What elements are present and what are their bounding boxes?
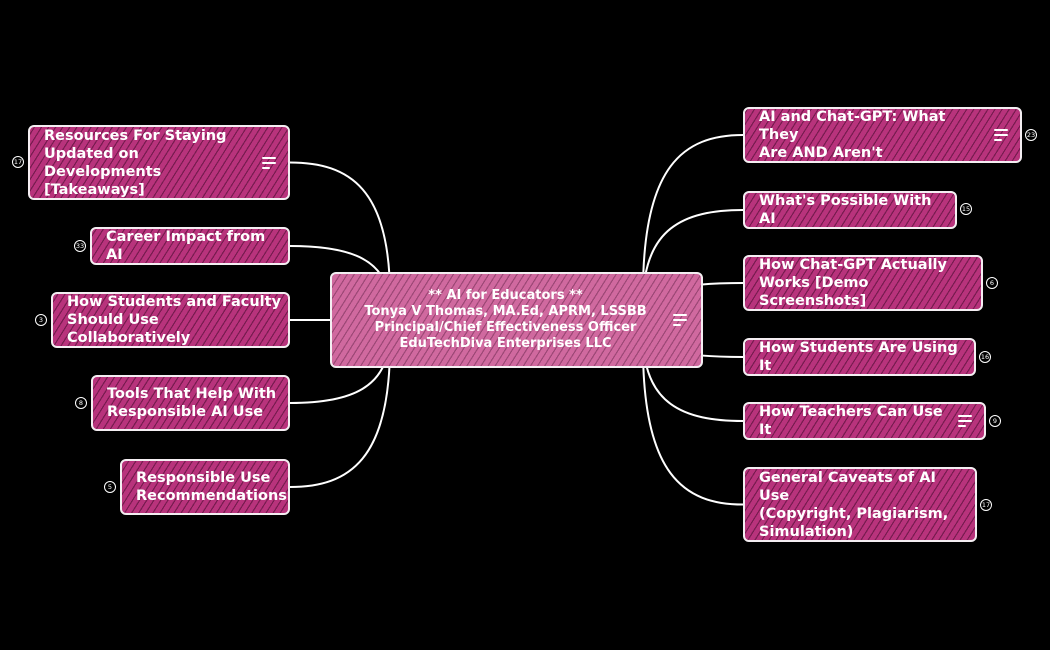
subtopic-count-badge[interactable]: 3 [35,314,47,326]
topic-tools[interactable]: Tools That Help With Responsible AI Use [91,375,290,431]
subtopic-count-badge[interactable]: 23 [1025,129,1037,141]
topic-whats-possible[interactable]: What's Possible With AI [743,191,957,229]
subtopic-count-badge[interactable]: 33 [74,240,86,252]
subtopic-count-badge[interactable]: 6 [986,277,998,289]
note-icon[interactable] [958,415,972,427]
topic-label: Resources For Staying Updated on Develop… [44,127,227,198]
note-icon[interactable] [262,156,276,169]
topic-label: General Caveats of AI Use (Copyright, Pl… [759,469,949,540]
subtopic-count-badge[interactable]: 5 [104,481,116,493]
topic-resources[interactable]: Resources For Staying Updated on Develop… [28,125,290,200]
subtopic-count-badge[interactable]: 8 [75,397,87,409]
connector-right-5 [642,346,744,506]
topic-ai-chatgpt[interactable]: AI and Chat-GPT: What They Are AND Aren'… [743,107,1022,163]
note-icon[interactable] [673,314,687,326]
topic-label: How Teachers Can Use It [759,404,943,438]
topic-label: Career Impact from AI [106,229,266,263]
topic-students-faculty[interactable]: How Students and Faculty Should Use Coll… [51,292,290,348]
topic-general-caveats[interactable]: General Caveats of AI Use (Copyright, Pl… [743,467,977,542]
topic-label: How Students Are Using It [759,340,958,374]
connector-left-0 [289,161,391,298]
connector-left-4 [289,344,391,488]
topic-teachers-use[interactable]: How Teachers Can Use It [743,402,986,440]
topic-responsible-use[interactable]: Responsible Use Recommendations [120,459,290,515]
central-topic[interactable]: ** AI for Educators ** Tonya V Thomas, M… [330,272,703,368]
subtopic-count-badge[interactable]: 9 [989,415,1001,427]
topic-students-using[interactable]: How Students Are Using It [743,338,976,376]
topic-label: How Students and Faculty Should Use Coll… [67,294,282,346]
topic-career-impact[interactable]: Career Impact from AI [90,227,290,265]
topic-label: Tools That Help With Responsible AI Use [107,386,277,420]
connector-right-0 [642,134,744,294]
topic-label: What's Possible With AI [759,193,932,227]
subtopic-count-badge[interactable]: 17 [12,156,24,168]
note-icon[interactable] [994,129,1008,141]
topic-label: Responsible Use Recommendations [136,470,287,504]
subtopic-count-badge[interactable]: 15 [960,203,972,215]
central-topic-label: ** AI for Educators ** Tonya V Thomas, M… [364,288,647,351]
topic-how-chatgpt-works[interactable]: How Chat-GPT Actually Works [Demo Screen… [743,255,983,311]
topic-label: How Chat-GPT Actually Works [Demo Screen… [759,257,947,309]
subtopic-count-badge[interactable]: 17 [980,499,992,511]
topic-label: AI and Chat-GPT: What They Are AND Aren'… [759,109,946,161]
subtopic-count-badge[interactable]: 16 [979,351,991,363]
